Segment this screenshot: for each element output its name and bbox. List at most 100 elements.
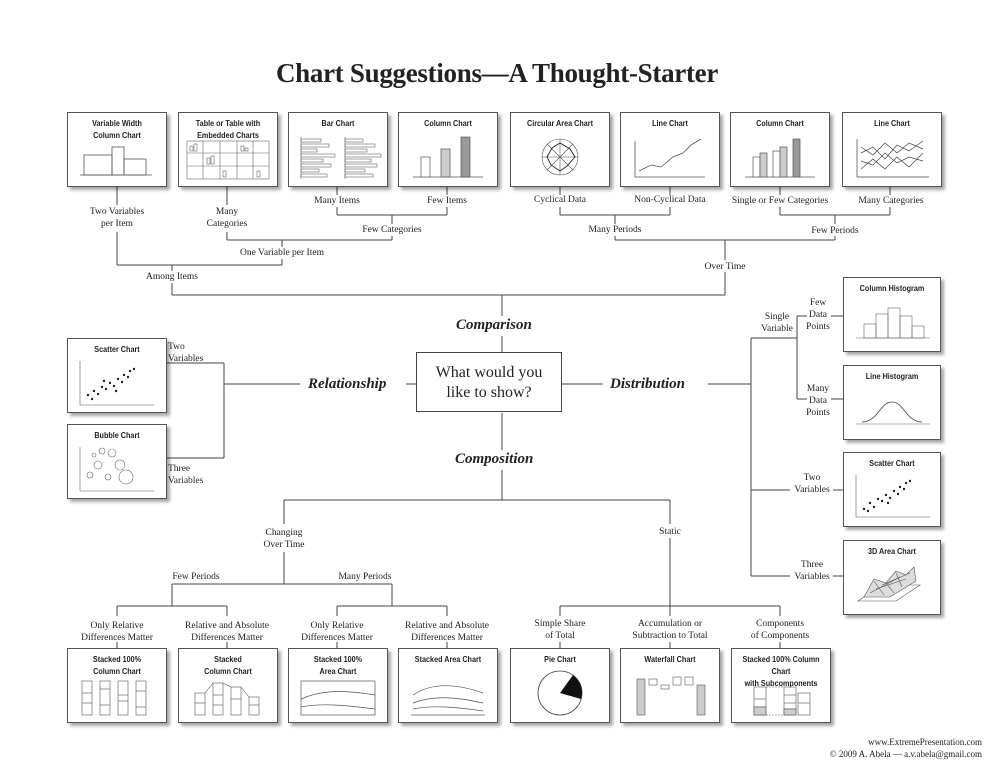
box-title: Stacked 100%Column Chart — [92, 654, 142, 676]
label-many-periods: Many Periods — [588, 225, 642, 235]
stacked-100-column-icon — [81, 680, 147, 716]
stacked-100-subcomponents-icon — [753, 686, 811, 716]
box-title: 3D Area Chart — [868, 546, 916, 556]
box-title: Scatter Chart — [869, 458, 915, 468]
stacked-100-column-chart-box: Stacked 100%Column Chart — [67, 648, 167, 723]
column-chart-icon — [413, 136, 483, 178]
radar-chart-icon — [541, 138, 579, 176]
stacked-column-icon — [194, 682, 260, 716]
column-chart-over-time-box: Column Chart — [730, 112, 830, 187]
category-relationship: Relationship — [308, 376, 387, 392]
scatter-chart-relationship-box: Scatter Chart — [67, 338, 167, 413]
label-few-periods: Few Periods — [811, 226, 859, 236]
label-cyclical-data: Cyclical Data — [534, 195, 586, 205]
box-title: Pie Chart — [544, 654, 576, 664]
waterfall-chart-box: Waterfall Chart — [620, 648, 720, 723]
box-title: Bubble Chart — [94, 430, 140, 440]
footer-url: www.ExtremePresentation.com — [868, 737, 982, 747]
footer-copyright: © 2009 A. Abela — a.v.abela@gmail.com — [829, 749, 982, 759]
label-many-categories-line: Many Categories — [858, 196, 924, 206]
box-title: Scatter Chart — [94, 344, 140, 354]
column-histogram-box: Column Histogram — [843, 277, 941, 352]
bar-chart-icon — [300, 137, 382, 179]
table-chart-icon — [186, 140, 270, 180]
box-title: Column Chart — [756, 118, 804, 128]
box-title: Line Histogram — [865, 371, 919, 381]
line-chart-noncyclical-box: Line Chart — [620, 112, 720, 187]
stacked-area-icon — [411, 685, 485, 716]
bubble-chart-icon — [79, 447, 154, 492]
category-comparison: Comparison — [456, 317, 532, 333]
line-chart-icon — [634, 138, 705, 178]
box-title: Stacked Area Chart — [414, 654, 482, 664]
stacked-area-chart-box: Stacked Area Chart — [398, 648, 498, 723]
scatter-chart-icon — [79, 361, 154, 406]
box-title: Column Chart — [424, 118, 472, 128]
bar-chart-box: Bar Chart — [288, 112, 388, 187]
column-chart-few-items-box: Column Chart — [398, 112, 498, 187]
label-few-items: Few Items — [427, 196, 467, 206]
page-title: Chart Suggestions—A Thought-Starter — [275, 58, 719, 88]
label-one-variable-per-item: One Variable per Item — [240, 248, 324, 258]
scatter-chart-icon — [855, 475, 930, 518]
bubble-chart-box: Bubble Chart — [67, 424, 167, 499]
category-distribution: Distribution — [610, 376, 686, 392]
category-composition: Composition — [455, 451, 534, 467]
variable-width-column-icon — [80, 146, 152, 176]
box-title: Stacked 100%Area Chart — [313, 654, 363, 676]
box-title: Line Chart — [652, 118, 688, 128]
circular-area-chart-box: Circular Area Chart — [510, 112, 610, 187]
line-histogram-box: Line Histogram — [843, 365, 941, 440]
box-title: Circular Area Chart — [526, 118, 593, 128]
label-few-periods-composition: Few Periods — [172, 572, 220, 582]
stacked-100-area-icon — [300, 680, 376, 716]
box-title: Bar Chart — [321, 118, 355, 128]
3d-area-chart-icon — [857, 566, 921, 602]
box-title: Waterfall Chart — [644, 654, 696, 664]
line-chart-many-categories-box: Line Chart — [842, 112, 942, 187]
stacked-100-area-chart-box: Stacked 100%Area Chart — [288, 648, 388, 723]
grouped-column-chart-icon — [745, 138, 815, 178]
box-title: Line Chart — [874, 118, 910, 128]
label-few-categories: Few Categories — [362, 225, 422, 235]
label-many-items: Many Items — [314, 196, 360, 206]
area-3d-chart-box: 3D Area Chart — [843, 540, 941, 615]
label-many-periods-composition: Many Periods — [338, 572, 392, 582]
label-among-items: Among Items — [146, 272, 198, 282]
footer-credits: www.ExtremePresentation.com © 2009 A. Abe… — [830, 736, 982, 760]
line-histogram-icon — [856, 401, 930, 425]
label-over-time: Over Time — [704, 262, 746, 272]
label-static: Static — [659, 527, 681, 537]
multi-line-chart-icon — [856, 139, 929, 178]
scatter-chart-distribution-box: Scatter Chart — [843, 452, 941, 527]
waterfall-chart-icon — [636, 676, 706, 716]
pie-chart-box: Pie Chart — [510, 648, 610, 723]
box-title: Column Histogram — [859, 283, 925, 293]
label-single-or-few-categories: Single or Few Categories — [731, 196, 829, 206]
column-histogram-icon — [856, 307, 930, 339]
